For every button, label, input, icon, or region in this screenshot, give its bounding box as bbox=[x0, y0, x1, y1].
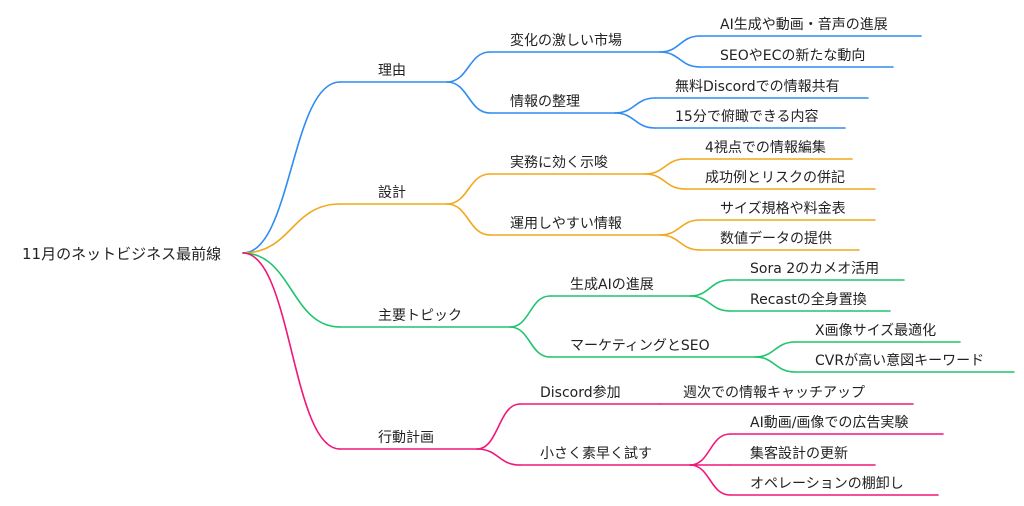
leaf-node-3-1-0[interactable]: AI動画/画像での広告実験 bbox=[750, 415, 908, 431]
leaf-node-1-0-0[interactable]: 4視点での情報編集 bbox=[705, 139, 826, 156]
topic-node-3[interactable]: 行動計画 bbox=[378, 430, 434, 446]
subtopic-node-2-0[interactable]: 生成AIの進展 bbox=[570, 277, 654, 293]
edge-1-1 bbox=[446, 203, 491, 236]
edge-root-to-2 bbox=[242, 252, 341, 328]
edge-1-0-1 bbox=[644, 173, 686, 190]
leaf-node-3-0-0[interactable]: 週次での情報キャッチアップ bbox=[683, 385, 865, 401]
leaf-node-1-0-1[interactable]: 成功例とリスクの併記 bbox=[705, 169, 845, 186]
topic-node-1[interactable]: 設計 bbox=[378, 185, 406, 201]
leaf-node-3-1-2[interactable]: オペレーションの棚卸し bbox=[750, 476, 904, 492]
edge-1-1-1 bbox=[659, 234, 701, 251]
edge-2-0-0 bbox=[689, 279, 731, 297]
leaf-node-3-1-1[interactable]: 集客設計の更新 bbox=[750, 445, 848, 462]
edge-2-1-0 bbox=[754, 341, 796, 358]
edge-0-0 bbox=[446, 51, 491, 83]
topic-node-2[interactable]: 主要トピック bbox=[378, 308, 462, 324]
topic-node-0[interactable]: 理由 bbox=[378, 63, 406, 79]
edge-root-to-0 bbox=[242, 81, 341, 254]
edge-0-1 bbox=[446, 81, 491, 114]
edges-layer bbox=[242, 35, 1015, 496]
edge-0-1-0 bbox=[614, 97, 656, 114]
edge-0-1-1 bbox=[614, 112, 656, 129]
edge-root-to-1 bbox=[242, 203, 341, 254]
leaf-node-1-1-0[interactable]: サイズ規格や料金表 bbox=[720, 201, 846, 217]
subtopic-node-0-0[interactable]: 変化の激しい市場 bbox=[510, 32, 622, 49]
leaf-node-1-1-1[interactable]: 数値データの提供 bbox=[720, 230, 832, 247]
edge-root-to-3 bbox=[242, 252, 341, 450]
edge-3-1-0 bbox=[689, 433, 731, 466]
leaf-node-2-1-1[interactable]: CVRが高い意図キーワード bbox=[815, 352, 984, 369]
subtopic-node-0-1[interactable]: 情報の整理 bbox=[510, 94, 580, 110]
subtopic-node-3-0[interactable]: Discord参加 bbox=[540, 384, 621, 401]
subtopic-node-1-0[interactable]: 実務に効く示唆 bbox=[510, 155, 608, 171]
subtopic-node-3-1[interactable]: 小さく素早く試す bbox=[540, 446, 652, 462]
edge-0-0-0 bbox=[659, 35, 701, 53]
edge-1-1-0 bbox=[659, 219, 701, 236]
subtopic-node-1-1[interactable]: 運用しやすい情報 bbox=[510, 216, 622, 232]
edge-3-1 bbox=[476, 448, 521, 466]
edge-3-0 bbox=[476, 403, 521, 450]
labels-layer: 11月のネットビジネス最前線 理由 変化の激しい市場 AI生成や動画・音声の進展 SE… bbox=[22, 16, 984, 492]
edge-3-1-2 bbox=[689, 464, 731, 496]
leaf-node-0-0-0[interactable]: AI生成や動画・音声の進展 bbox=[720, 16, 888, 33]
edge-0-0-1 bbox=[659, 51, 701, 68]
leaf-node-0-1-0[interactable]: 無料Discordでの情報共有 bbox=[675, 79, 840, 95]
subtopic-node-2-1[interactable]: マーケティングとSEO bbox=[570, 338, 710, 354]
leaf-node-2-0-1[interactable]: Recastの全身置換 bbox=[750, 291, 867, 308]
leaf-node-0-0-1[interactable]: SEOやECの新たな動向 bbox=[720, 48, 865, 64]
leaf-node-0-1-1[interactable]: 15分で俯瞰できる内容 bbox=[675, 108, 819, 125]
edge-2-1 bbox=[509, 326, 551, 358]
leaf-node-2-0-0[interactable]: Sora 2のカメオ活用 bbox=[750, 261, 879, 277]
edge-2-1-1 bbox=[754, 356, 796, 373]
root-node-label[interactable]: 11月のネットビジネス最前線 bbox=[22, 245, 221, 263]
edge-1-0 bbox=[446, 173, 491, 205]
edge-1-0-0 bbox=[644, 158, 686, 175]
edge-2-0 bbox=[509, 295, 551, 328]
edge-2-0-1 bbox=[689, 295, 731, 312]
leaf-node-2-1-0[interactable]: X画像サイズ最適化 bbox=[815, 322, 936, 339]
